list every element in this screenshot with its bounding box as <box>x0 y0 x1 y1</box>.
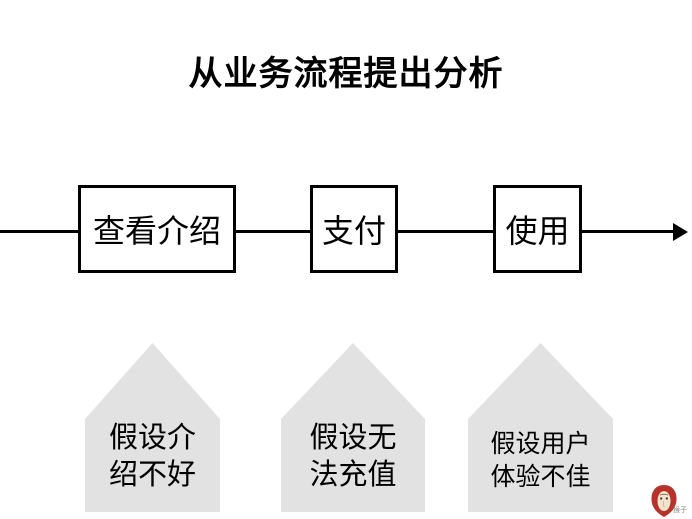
hypothesis-text-line: 假设用户 <box>490 430 591 458</box>
hypothesis-text-line: 假设介 <box>108 422 196 454</box>
hypothesis-card-intro: 假设介 绍不好 <box>85 343 220 512</box>
flow-step-label: 使用 <box>505 213 570 249</box>
flow-step-label: 查看介绍 <box>92 213 221 249</box>
hypothesis-card-experience: 假设用户 体验不佳 <box>468 343 613 512</box>
watermark-label: 猴子 <box>673 507 687 514</box>
flow-step-label: 支付 <box>321 213 386 249</box>
hypothesis-text-line: 假设无 <box>309 422 397 454</box>
flow-step-use: 使用 <box>493 185 582 273</box>
flow-arrowhead-icon <box>673 223 688 241</box>
hypothesis-text-line: 体验不佳 <box>490 463 591 491</box>
monkey-face-icon <box>651 485 677 517</box>
flow-step-pay: 支付 <box>310 185 398 273</box>
flow-step-view-intro: 查看介绍 <box>78 185 236 273</box>
page-title: 从业务流程提出分析 <box>188 55 504 93</box>
hypothesis-card-recharge: 假设无 法充值 <box>281 343 425 512</box>
hypothesis-text-line: 绍不好 <box>108 459 196 491</box>
monkey-logo: 猴子 <box>649 484 691 518</box>
hypothesis-text-line: 法充值 <box>309 459 397 491</box>
